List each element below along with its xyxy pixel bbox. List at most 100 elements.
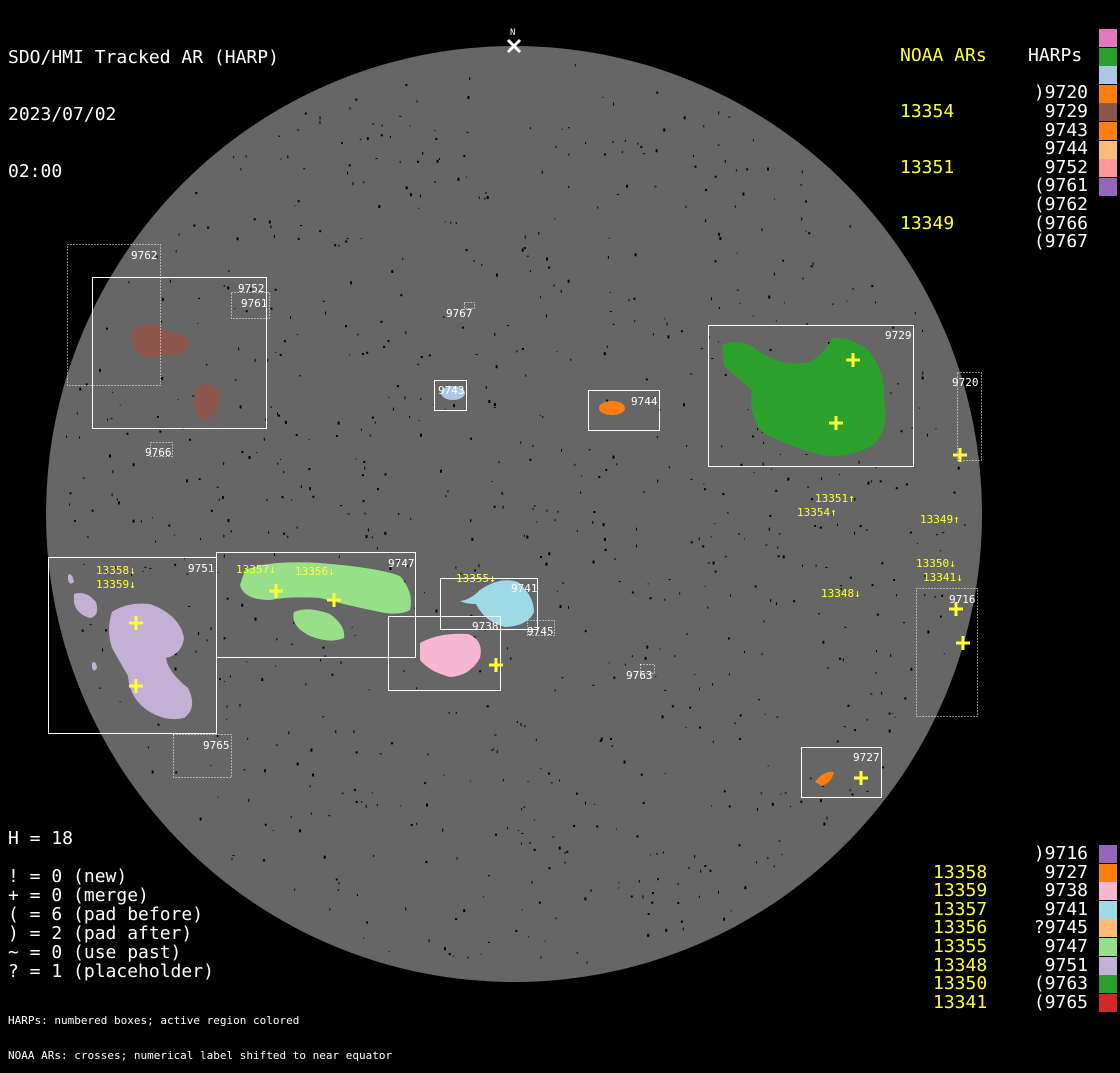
harp-box-label: 9729 [885, 329, 912, 342]
region-9747 [240, 562, 411, 641]
harp-box [708, 325, 914, 467]
harp-legend-item: (9762 [1033, 193, 1088, 215]
harp-box [916, 588, 978, 717]
harp-color-swatch [1099, 29, 1117, 47]
harp-color-swatch [1099, 177, 1117, 196]
harp-legend-item: )9716 [1033, 843, 1088, 864]
noaa-ar-label: 13357↓ [236, 563, 276, 576]
harp-box-label: 9745 [527, 625, 554, 638]
harp-box [640, 664, 655, 674]
noaa-ar-label: 13356↓ [295, 565, 335, 578]
harp-color-swatch [1099, 845, 1117, 863]
harp-box [464, 302, 475, 309]
harp-box-label: 9738 [472, 620, 499, 633]
harp-legend-item: 9747 [1044, 935, 1088, 957]
harp-legend-item: (9766 [1033, 212, 1088, 234]
status-flags: ! = 0 (new)+ = 0 (merge)( = 6 (pad befor… [8, 867, 214, 981]
region-9743 [441, 386, 465, 400]
noaa-item: 13349 [900, 212, 955, 234]
harp-box [388, 616, 501, 691]
harp-legend-item: 9743 [1044, 119, 1088, 141]
harp-box [173, 734, 232, 778]
noaa-item: 13356 [933, 917, 988, 939]
harp-box-label: 9716 [949, 593, 976, 606]
region-9738 [420, 633, 481, 677]
harp-box-label: 9761 [241, 297, 268, 310]
harp-box [434, 380, 467, 411]
north-marker: N [506, 28, 522, 54]
footnote-harps: HARPs: numbered boxes; active region col… [8, 1014, 300, 1027]
north-label: N [510, 28, 515, 38]
harps-legend-title: HARPs [1028, 45, 1083, 67]
harp-box-label: 9751 [188, 562, 215, 575]
region-9727 [815, 771, 834, 786]
region-9744 [599, 401, 625, 415]
magnetic-specks [65, 64, 966, 964]
noaa-item: 13355 [933, 935, 988, 957]
status-flag-line: ) = 2 (pad after) [8, 923, 193, 944]
status-flag-line: ! = 0 (new) [8, 866, 128, 887]
harp-box-label: 9763 [626, 669, 653, 682]
harp-box-label: 9743 [438, 384, 465, 397]
image-time: 02:00 [8, 161, 63, 182]
region-9741 [460, 580, 534, 627]
noaa-cross-icon [327, 593, 341, 607]
footnote-noaa: NOAA ARs: crosses; numerical label shift… [8, 1048, 393, 1062]
harp-legend-item: 9752 [1044, 156, 1088, 178]
harp-box-label: 9752 [238, 282, 265, 295]
noaa-ar-label: 13358↓ [96, 564, 136, 577]
noaa-cross-icon [854, 771, 868, 785]
active-regions [68, 324, 886, 786]
harp-box-label: 9762 [131, 249, 158, 262]
solar-disk-image: 9762975297619767974397449729972097669751… [46, 28, 982, 982]
header: SDO/HMI Tracked AR (HARP) 2023/07/02 02:… [8, 10, 279, 200]
harp-color-swatch [1099, 919, 1117, 938]
harp-legend-item: (9767 [1033, 231, 1088, 253]
harp-color-swatch [1099, 956, 1117, 975]
noaa-item: 13354 [900, 100, 955, 122]
status-flag-line: ( = 6 (pad before) [8, 904, 204, 925]
noaa-item: 13357 [933, 898, 988, 920]
harp-legend-item: ?9745 [1033, 917, 1088, 939]
noaa-ar-label: 13350↓ [916, 557, 956, 570]
noaa-ar-label: 13341↓ [923, 571, 963, 584]
region-9729 [722, 337, 886, 456]
noaa-cross-icon [949, 602, 963, 616]
noaa-cross-icon [269, 584, 283, 598]
harp-box [440, 578, 538, 630]
image-title: SDO/HMI Tracked AR (HARP) [8, 47, 279, 68]
north-x-icon [506, 38, 522, 54]
harp-color-swatch [1099, 84, 1117, 103]
noaa-cross-icon [953, 448, 967, 462]
harp-color-swatch [1099, 140, 1117, 159]
noaa-crosses [129, 353, 970, 785]
harp-color-swatch [1099, 66, 1117, 85]
noaa-ar-label: 13359↓ [96, 578, 136, 591]
harp-legend-item: 9741 [1044, 898, 1088, 920]
harp-color-swatch [1099, 938, 1117, 956]
harp-box [801, 747, 882, 798]
noaa-cross-icon [129, 679, 143, 693]
noaa-ar-label: 13355↓ [456, 572, 496, 585]
status-flag-line: ? = 1 (placeholder) [8, 961, 214, 982]
noaa-item: 13358 [933, 861, 988, 883]
harp-box-label: 9767 [446, 307, 473, 320]
harp-legend-item: 9744 [1044, 138, 1088, 160]
harp-box [216, 552, 416, 658]
harp-color-swatch [1099, 863, 1117, 882]
harp-box [92, 277, 267, 429]
harp-legend-item: (9761 [1033, 175, 1088, 197]
harp-legend-item: 9751 [1044, 954, 1088, 976]
harp-color-swatch [1099, 993, 1117, 1012]
harp-color-swatch [1099, 882, 1117, 901]
noaa-item: 13359 [933, 880, 988, 902]
region-9752 [130, 324, 221, 420]
harp-box [231, 292, 270, 319]
harp-box-label: 9727 [853, 751, 880, 764]
harp-legend-item: (9763 [1033, 973, 1088, 995]
harp-box-label: 9766 [145, 446, 172, 459]
noaa-item: 13341 [933, 991, 988, 1013]
